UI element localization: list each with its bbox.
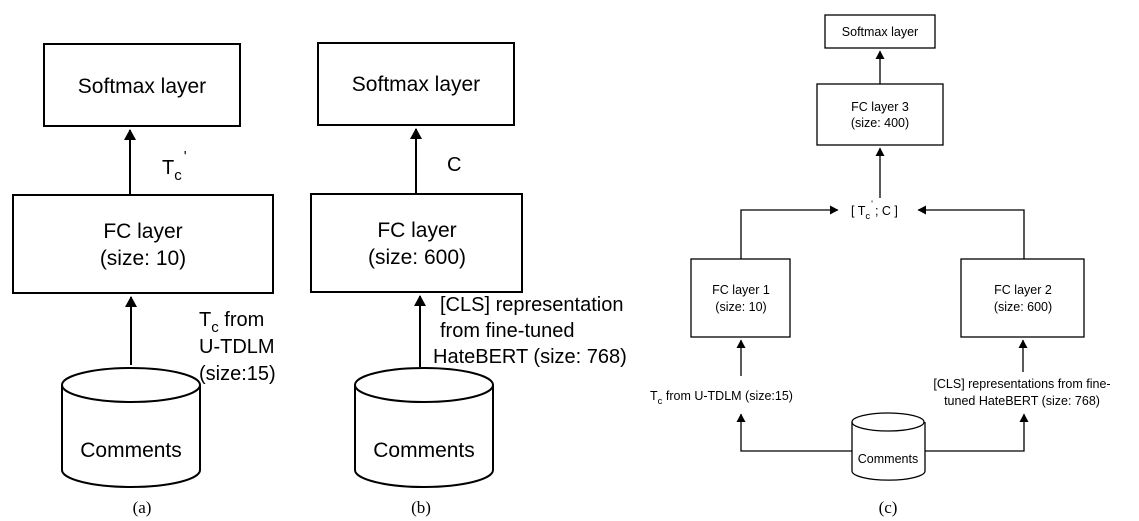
softmax-label: Softmax layer — [842, 25, 918, 39]
input-label-line1: Tc from — [199, 309, 264, 336]
input-label-line2: U-TDLM — [199, 336, 275, 358]
edge-label-tc-prime: Tc' — [162, 148, 187, 184]
fc2-input-label-line1: [CLS] representations from fine- — [933, 377, 1110, 391]
input-label-line2: from fine-tuned — [440, 320, 575, 342]
arrow-fc2-to-concat — [917, 205, 1025, 259]
comments-label: Comments — [373, 439, 475, 462]
fc-layer-1-label: FC layer 1 — [712, 283, 770, 297]
fc-layer-size: (size: 10) — [100, 247, 186, 270]
fc-layer-1-size: (size: 10) — [715, 300, 766, 314]
input-label-line3: HateBERT (size: 768) — [433, 346, 627, 368]
fc-layer-2-label: FC layer 2 — [994, 283, 1052, 297]
fc-layer-label: FC layer — [103, 220, 182, 243]
arrow-fc1-to-concat — [740, 205, 839, 259]
fc-layer-box — [310, 193, 523, 293]
caption-a: (a) — [133, 498, 152, 517]
fc-layer-3-size: (size: 400) — [851, 116, 909, 130]
fc2-input-label-line2: tuned HateBERT (size: 768) — [944, 394, 1100, 408]
comments-database-icon — [61, 367, 201, 488]
fc-layer-1-box — [690, 258, 791, 338]
fc-layer-box — [12, 194, 274, 294]
edge-label-c: C — [447, 154, 461, 176]
fc-layer-size: (size: 600) — [368, 246, 466, 269]
fc-layer-3-label: FC layer 3 — [851, 100, 909, 114]
fc-layer-2-box — [960, 258, 1085, 338]
arrow-comments-to-cls — [925, 413, 1029, 452]
fc1-input-label: Tc from U-TDLM (size:15) — [650, 389, 793, 407]
softmax-layer-box — [317, 42, 515, 126]
arrow-comments-to-fc1 — [736, 413, 852, 452]
fc-layer-2-size: (size: 600) — [994, 300, 1052, 314]
comments-database-icon — [851, 412, 926, 481]
fc-layer-3-box — [816, 83, 944, 146]
fc-layer-label: FC layer — [377, 219, 456, 242]
panel-a: Softmax layer Tc' FC layer (size: 10) Tc… — [12, 43, 276, 517]
panel-c: Softmax layer FC layer 3 (size: 400) [ T… — [650, 14, 1111, 517]
comments-database-icon — [354, 367, 494, 488]
comments-label: Comments — [80, 439, 182, 462]
panel-b: Softmax layer C FC layer (size: 600) [CL… — [310, 42, 627, 517]
softmax-label: Softmax layer — [78, 75, 206, 98]
input-label-line1: [CLS] representation — [440, 294, 623, 316]
softmax-layer-box — [43, 43, 241, 127]
comments-label: Comments — [858, 452, 918, 466]
softmax-layer-box — [824, 14, 936, 49]
caption-c: (c) — [879, 498, 898, 517]
input-label-line3: (size:15) — [199, 363, 276, 385]
softmax-label: Softmax layer — [352, 73, 480, 96]
caption-b: (b) — [411, 498, 431, 517]
concat-label: [ Tc'; C ] — [851, 199, 898, 222]
